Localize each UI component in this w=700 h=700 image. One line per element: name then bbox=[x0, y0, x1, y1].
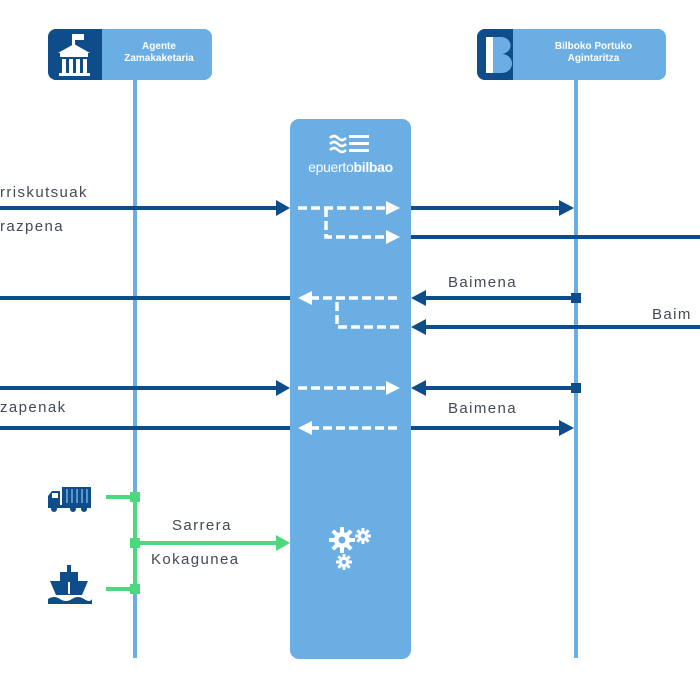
customs-building-icon bbox=[48, 29, 102, 80]
agent-title-line1: Agente bbox=[142, 41, 176, 52]
arrow-hub-internal-2 bbox=[298, 291, 399, 329]
arrow-hub-to-port-1 bbox=[411, 200, 574, 216]
agent-title-line2: Zamakaketaria bbox=[124, 53, 194, 64]
green-connectors bbox=[106, 492, 290, 594]
port-authority-title-line2: Agintaritza bbox=[567, 53, 620, 64]
arrow-agent-to-hub-1 bbox=[0, 200, 290, 216]
port-authority-title-line1: Bilboko Portuko bbox=[554, 41, 633, 52]
arrow-hub-internal-4 bbox=[298, 421, 400, 435]
agent-lifeline bbox=[133, 78, 137, 658]
message-label-7: Sarrera bbox=[172, 517, 232, 534]
message-label-6: Baimena bbox=[448, 400, 518, 417]
message-label-5: zapenak bbox=[0, 399, 67, 416]
message-label-3: Baimena bbox=[448, 274, 518, 291]
truck-icon bbox=[48, 487, 91, 512]
hub-logo-prefix: epuerto bbox=[308, 159, 354, 175]
gears-icon bbox=[329, 527, 371, 570]
message-label-4: Baim bbox=[652, 306, 692, 323]
message-label-1: rriskutsuak bbox=[0, 184, 88, 201]
message-label-2: razpena bbox=[0, 218, 65, 235]
arrow-hub-internal-1 bbox=[298, 201, 400, 244]
ship-icon bbox=[48, 565, 92, 604]
port-authority-lifeline bbox=[574, 78, 578, 658]
arrow-offscreen-to-hub-2 bbox=[411, 319, 700, 335]
arrow-port-to-hub-3 bbox=[411, 380, 581, 396]
hub-logo-suffix: bilbao bbox=[353, 159, 393, 175]
arrow-agent-to-hub-3 bbox=[0, 380, 290, 396]
port-authority-logo-icon bbox=[477, 29, 513, 80]
arrow-hub-internal-3 bbox=[298, 381, 400, 395]
waves-logo-icon bbox=[329, 134, 369, 154]
actor-port-authority: Bilboko Portuko Agintaritza bbox=[477, 29, 666, 80]
arrow-hub-to-port-4 bbox=[411, 420, 574, 436]
hub-logo-text: epuertobilbao bbox=[290, 159, 411, 175]
actor-agent: Agente Zamakaketaria bbox=[48, 29, 212, 80]
message-label-8: Kokagunea bbox=[151, 551, 240, 568]
arrow-port-to-hub-2 bbox=[411, 290, 581, 306]
